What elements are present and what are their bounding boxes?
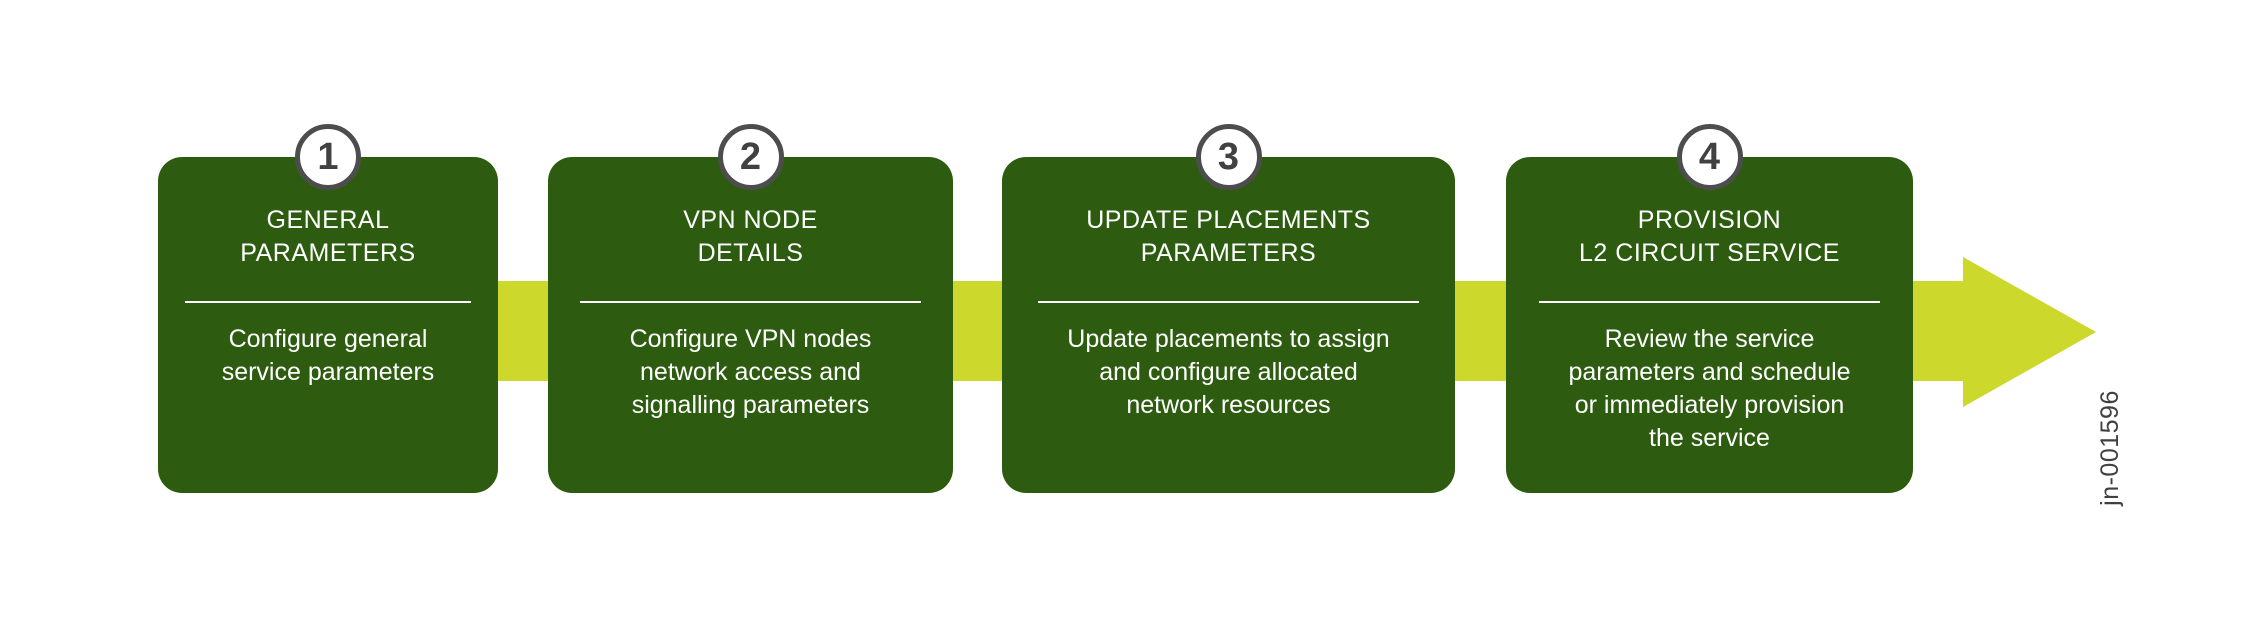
step-divider: [1538, 301, 1881, 303]
step-number: 4: [1698, 135, 1721, 178]
step-description: Configure VPN nodes network access and s…: [629, 325, 872, 419]
step-number-badge: 1: [295, 124, 361, 190]
step-description: Configure general service parameters: [221, 325, 435, 386]
step-title: VPN NODE DETAILS: [683, 206, 818, 267]
step-divider: [185, 301, 471, 303]
flow-arrow-head-icon: [1963, 257, 2096, 407]
step-description: Update placements to assign and configur…: [1067, 325, 1390, 419]
figure-id-label: jn-001596: [2096, 390, 2124, 506]
step-title: GENERAL PARAMETERS: [240, 206, 416, 267]
step-box-vpn-node-details: 2 VPN NODE DETAILS Configure VPN nodes n…: [548, 124, 953, 493]
step-number-badge: 2: [717, 124, 784, 190]
step-title: PROVISION L2 CIRCUIT SERVICE: [1579, 206, 1840, 267]
step-divider: [1038, 301, 1419, 303]
step-box-provision-l2-circuit-service: 4 PROVISION L2 CIRCUIT SERVICE Review th…: [1506, 124, 1913, 493]
step-number-badge: 4: [1676, 124, 1743, 190]
step-divider: [580, 301, 921, 303]
step-number: 3: [1217, 135, 1240, 178]
step-title: UPDATE PLACEMENTS PARAMETERS: [1086, 206, 1371, 267]
step-number-badge: 3: [1195, 124, 1262, 190]
step-number: 2: [739, 135, 762, 178]
step-box-general-parameters: 1 GENERAL PARAMETERS Configure general s…: [158, 124, 498, 493]
step-description: Review the service parameters and schedu…: [1568, 325, 1851, 452]
step-box-update-placements-parameters: 3 UPDATE PLACEMENTS PARAMETERS Update pl…: [1002, 124, 1455, 493]
step-number: 1: [317, 135, 339, 178]
